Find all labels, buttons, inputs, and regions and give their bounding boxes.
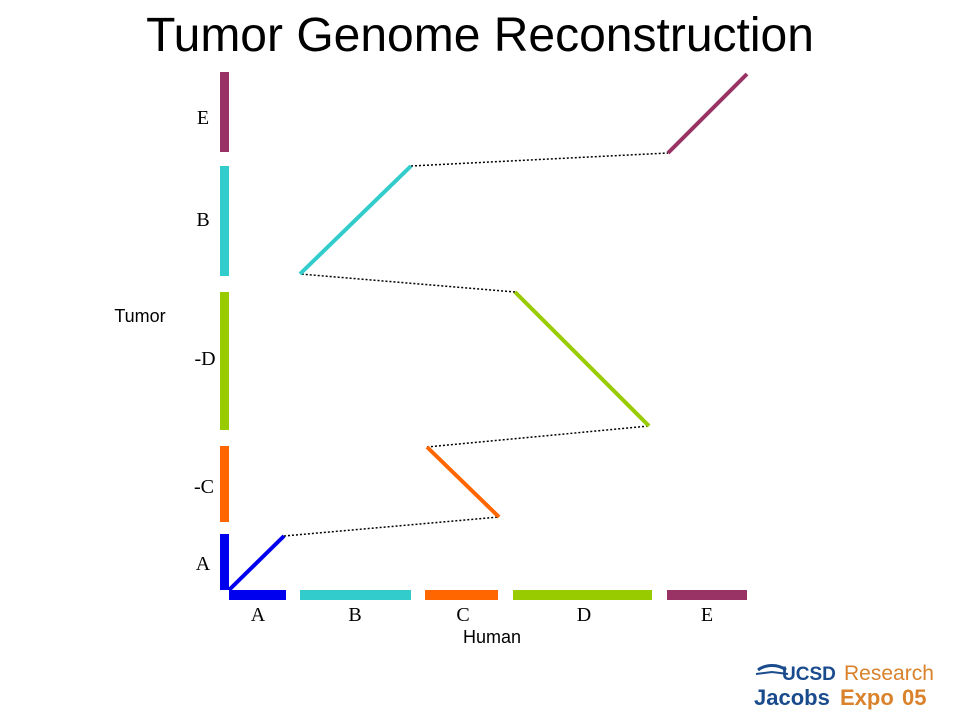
human-segment-b-bar [300,590,411,600]
adjacency-connectors [283,152,669,537]
alignment-d [513,290,651,428]
alignment-segments [227,72,749,592]
tumor-segment-d-bar [220,292,229,430]
human-segment-c-label: C [456,604,469,626]
tumor-axis: A -C -D B E [194,72,229,590]
logo-ucsd: UCSD [782,664,836,685]
connector-b-e [410,152,669,167]
human-axis: A B C D E [229,590,747,626]
human-segment-b-label: B [348,604,361,626]
alignment-b [298,164,413,276]
tumor-segment-e-bar [220,72,229,152]
human-segment-a-bar [229,590,286,600]
logo-jacobs: Jacobs [754,685,830,710]
alignment-a [227,534,286,592]
logo-05: 05 [902,685,926,710]
human-axis-title: Human [463,627,521,647]
human-segment-a-label: A [251,604,266,626]
ucsd-jacobs-expo-logo: UCSD Research Jacobs Expo 05 [754,662,934,710]
trident-icon [755,664,789,675]
alignment-c [425,445,501,519]
tumor-segment-b-label: B [196,209,209,231]
tumor-segment-b-bar [220,166,229,276]
tumor-segment-a-bar [220,534,229,590]
human-segment-d-bar [513,590,652,600]
tumor-segment-c-bar [220,446,229,522]
human-segment-d-label: D [577,604,591,626]
connector-c-d [426,425,650,448]
connector-d-b [299,273,516,293]
tumor-segment-e-label: E [197,107,209,129]
alignment-e [666,72,749,155]
tumor-segment-d-label: -D [194,348,215,370]
tumor-segment-c-label: -C [194,476,214,498]
tumor-axis-title: Tumor [114,306,165,326]
page-title: Tumor Genome Reconstruction [146,9,814,62]
human-segment-e-bar [667,590,747,600]
logo-research: Research [844,662,934,685]
connector-a-c [283,516,500,537]
logo-expo: Expo [840,685,894,710]
tumor-segment-a-label: A [196,553,211,575]
human-segment-e-label: E [701,604,713,626]
human-segment-c-bar [425,590,498,600]
